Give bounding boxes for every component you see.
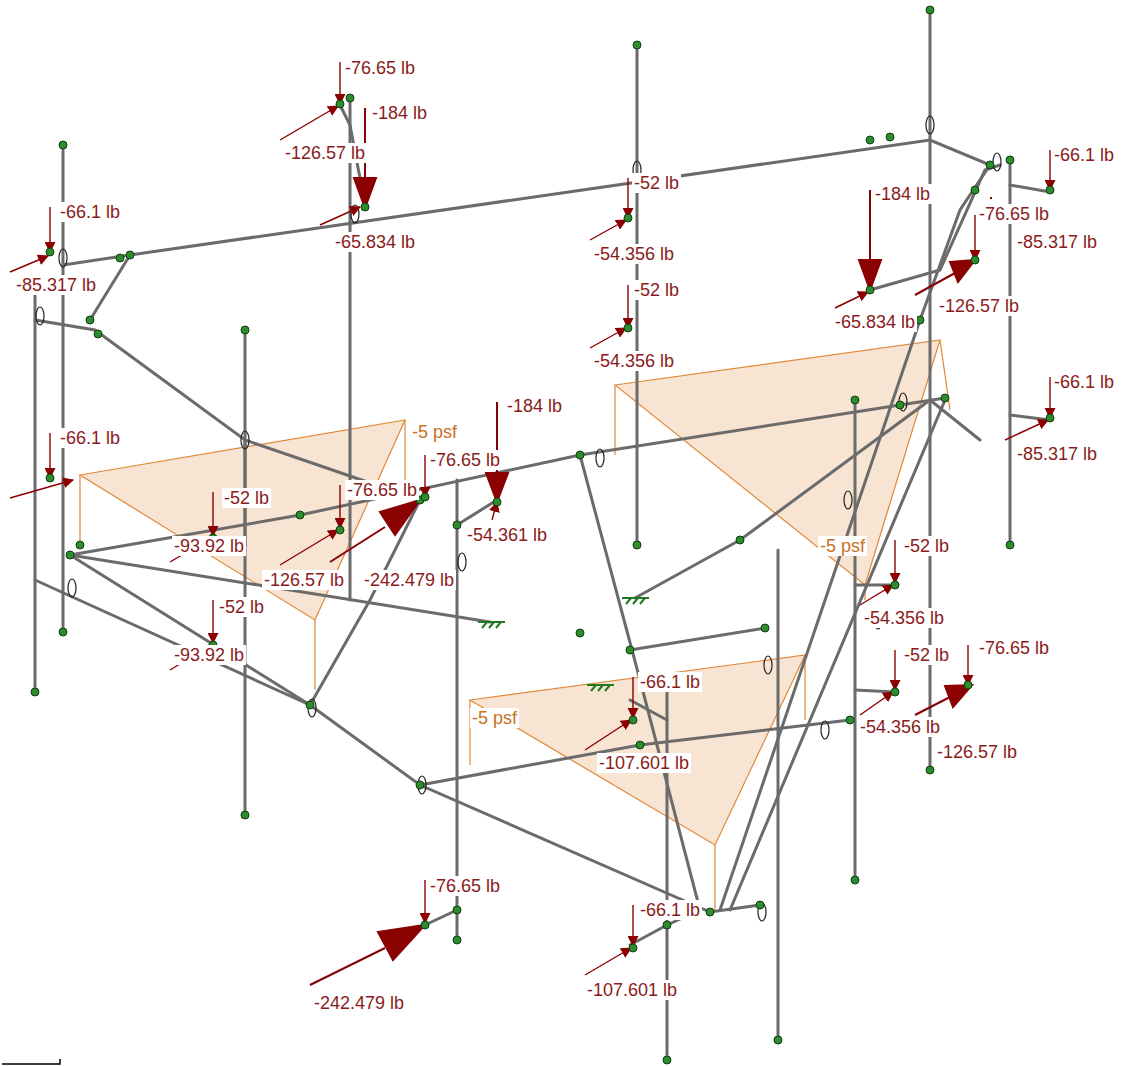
load-label: -65.834 lb [333,232,417,252]
load-label: -184 lb [370,103,429,123]
load-label: -66.1 lb [638,672,702,692]
load-label: -54.356 lb [858,717,942,737]
release-symbol [36,116,1001,921]
load-label: -54.361 lb [465,525,549,545]
load-label: -54.356 lb [592,244,676,264]
load-label: -52 lb [632,280,681,300]
load-label: -54.356 lb [862,608,946,628]
area-load-label: -5 psf [470,708,519,728]
load-label: -126.57 lb [935,742,1019,762]
load-label: -93.92 lb [172,536,246,556]
frame-members [35,10,1050,1060]
load-label: -184 lb [873,184,932,204]
load-label: -52 lb [632,173,681,193]
large-load [310,108,992,985]
load-label: -107.601 lb [585,980,679,1000]
load-label: -65.834 lb [833,312,917,332]
load-label: -93.92 lb [172,645,246,665]
load-label: -54.356 lb [592,351,676,371]
area-load-label: -5 psf [410,422,459,442]
scale-bar [2,1059,60,1064]
load-label: -52 lb [902,536,951,556]
support-symbol [478,598,649,691]
load-label: -85.317 lb [1015,444,1099,464]
load-label: -126.57 lb [283,143,367,163]
load-label: -52 lb [222,488,271,508]
load-label: -76.65 lb [428,450,502,470]
joint-dot [31,6,1054,1064]
load-label: -66.1 lb [58,428,122,448]
load-label: -52 lb [902,645,951,665]
load-label: -126.57 lb [262,570,346,590]
load-label: -242.479 lb [312,993,406,1013]
load-label: -52 lb [217,597,266,617]
load-label: -242.479 lb [362,570,456,590]
load-label: -126.57 lb [937,296,1021,316]
load-label: -66.1 lb [1052,372,1116,392]
load-label: -107.601 lb [597,753,691,773]
load-label: -76.65 lb [977,638,1051,658]
load-label: -66.1 lb [638,900,702,920]
load-label: -184 lb [505,396,564,416]
load-label: -85.317 lb [1015,232,1099,252]
load-label: -76.65 lb [343,58,417,78]
area-load-label: -5 psf [818,536,867,556]
load-label: -76.65 lb [428,876,502,896]
load-label: -66.1 lb [1052,145,1116,165]
point-load [10,62,1050,975]
load-label: -76.65 lb [345,480,419,500]
load-label: -85.317 lb [14,275,98,295]
load-label: -76.65 lb [977,204,1051,224]
load-label: -66.1 lb [58,202,122,222]
